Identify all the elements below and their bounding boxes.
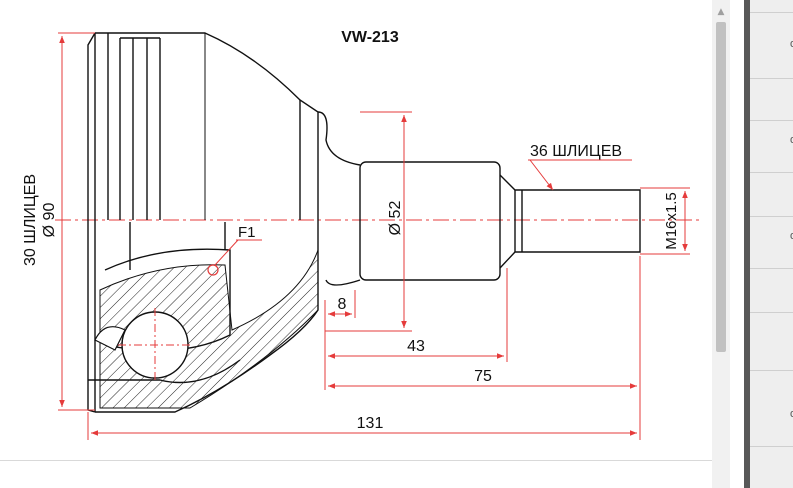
side-list-item[interactable]: o: [790, 230, 793, 242]
label-outer-splines: 36 ШЛИЦЕВ: [530, 143, 622, 160]
cv-joint-drawing: VW-213: [22, 29, 700, 440]
vertical-scrollbar[interactable]: ▲: [712, 0, 730, 488]
panel-gap: [730, 0, 744, 488]
side-separator: [750, 446, 793, 447]
side-separator: [750, 312, 793, 313]
side-list-item[interactable]: o: [790, 38, 793, 50]
dim-43: 43: [407, 338, 425, 355]
side-separator: [750, 216, 793, 217]
housing-outline: [87, 32, 641, 413]
dim-75: 75: [474, 368, 492, 385]
label-vertical-diameter: Ø 90: [41, 203, 58, 238]
bottom-divider: [0, 460, 712, 461]
side-separator: [750, 370, 793, 371]
dim-131: 131: [357, 415, 384, 432]
label-thread: M16x1.5: [663, 192, 680, 250]
f1-label: F1: [238, 224, 256, 241]
side-separator: [750, 268, 793, 269]
drawing-title: VW-213: [341, 29, 399, 46]
side-list-item[interactable]: o: [790, 134, 793, 146]
dim-8: 8: [338, 296, 347, 313]
side-separator: [750, 12, 793, 13]
scroll-thumb[interactable]: [716, 22, 726, 352]
side-panel: o o o o: [744, 0, 793, 488]
scroll-up-arrow-icon[interactable]: ▲: [717, 7, 725, 17]
side-list-item[interactable]: o: [790, 408, 793, 420]
side-separator: [750, 78, 793, 79]
label-shaft-diameter: Ø 52: [387, 201, 404, 236]
drawing-panel: VW-213: [22, 29, 700, 440]
side-separator: [750, 120, 793, 121]
side-separator: [750, 172, 793, 173]
f1-marker-circle: [207, 264, 219, 276]
label-vertical-splines: 30 ШЛИЦЕВ: [22, 174, 39, 266]
